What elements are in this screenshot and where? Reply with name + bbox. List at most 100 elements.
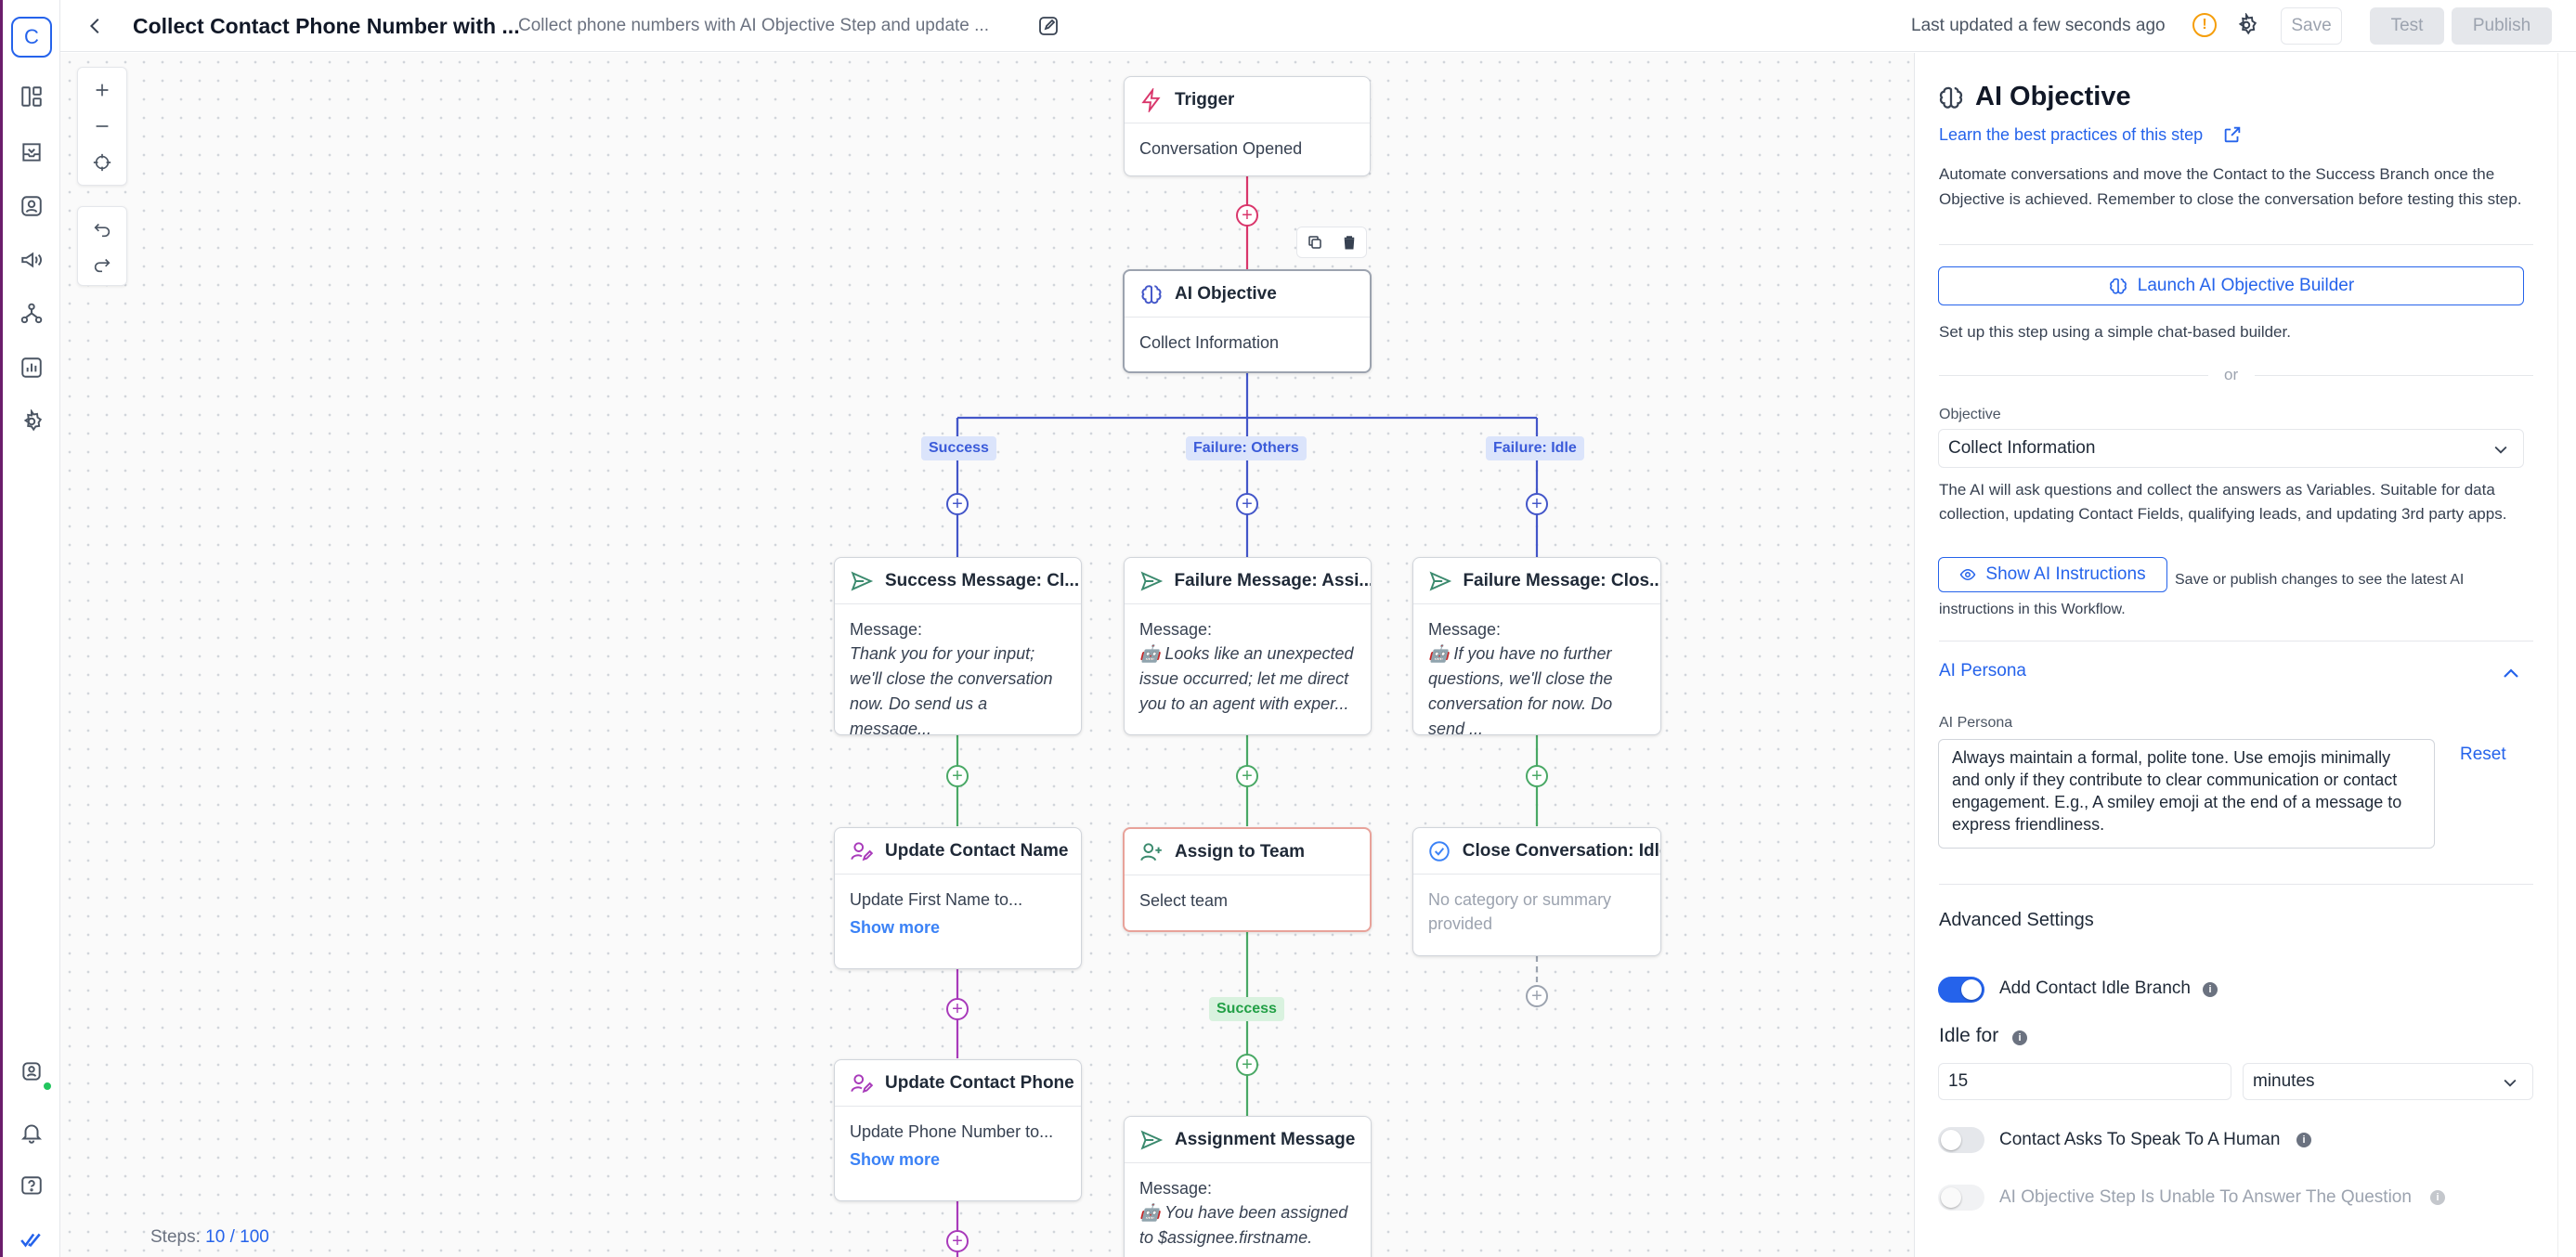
instructions-note-2: instructions in this Workflow. — [1939, 602, 2126, 617]
brain-icon — [1138, 280, 1165, 308]
minus-icon — [96, 125, 109, 127]
ai-persona-textarea[interactable]: Always maintain a formal, polite tone. U… — [1938, 739, 2435, 849]
objective-select[interactable]: Collect Information — [1938, 429, 2524, 468]
add-step-button[interactable]: + — [1236, 1054, 1258, 1076]
broadcast-icon[interactable] — [17, 245, 46, 275]
divider — [1939, 884, 2533, 885]
workflow-description[interactable]: Collect phone numbers with AI Objective … — [518, 16, 989, 35]
unable-to-answer-toggle[interactable] — [1938, 1185, 1984, 1211]
window-edge — [0, 0, 3, 1257]
node-body: Select team — [1139, 891, 1229, 910]
node-body-text: Update Phone Number to... — [850, 1122, 1054, 1141]
trigger-node[interactable]: Trigger Conversation Opened — [1124, 76, 1371, 176]
send-icon — [1138, 567, 1165, 595]
ai-objective-node[interactable]: AI Objective Collect Information — [1123, 269, 1372, 373]
builder-hint: Set up this step using a simple chat-bas… — [1939, 323, 2291, 341]
workspace-logo[interactable]: C — [11, 17, 52, 58]
success-message-node[interactable]: Success Message: Cl... Message: Thank yo… — [834, 557, 1082, 735]
edit-icon — [1039, 17, 1058, 35]
speak-to-human-toggle[interactable] — [1938, 1127, 1984, 1153]
add-step-button[interactable]: + — [946, 1230, 969, 1252]
node-title: Assignment Message — [1175, 1129, 1356, 1149]
external-link-icon[interactable] — [2222, 124, 2243, 145]
edit-details-button[interactable] — [1032, 9, 1065, 43]
panel-scrollbar[interactable] — [2557, 53, 2576, 1257]
recenter-button[interactable] — [87, 148, 117, 177]
steps-label: Steps: — [150, 1227, 201, 1247]
add-step-button[interactable]: + — [1236, 765, 1258, 787]
help-icon[interactable] — [17, 1172, 46, 1201]
advanced-settings-heading: Advanced Settings — [1939, 910, 2094, 930]
top-header: Collect Contact Phone Number with ... Co… — [60, 0, 2576, 52]
settings-icon[interactable] — [17, 407, 46, 436]
message-text: 🤖 Looks like an unexpected issue occurre… — [1139, 644, 1354, 713]
send-icon — [1426, 567, 1453, 595]
update-contact-name-node[interactable]: Update Contact Name Update First Name to… — [834, 827, 1082, 969]
undo-button[interactable] — [87, 214, 117, 244]
contacts-icon[interactable] — [17, 191, 46, 221]
test-button[interactable]: Test — [2370, 7, 2444, 45]
undo-icon — [94, 223, 111, 238]
publish-button[interactable]: Publish — [2452, 7, 2552, 45]
node-title: AI Objective — [1175, 283, 1277, 304]
delete-icon[interactable] — [1341, 234, 1358, 251]
add-step-button[interactable]: + — [1526, 765, 1548, 787]
info-icon[interactable]: i — [2203, 982, 2218, 997]
zoom-out-button[interactable] — [87, 111, 117, 141]
copy-icon[interactable] — [1307, 234, 1323, 251]
message-label: Message: — [1428, 620, 1502, 639]
inbox-icon[interactable] — [17, 137, 46, 167]
message-label: Message: — [1139, 620, 1213, 639]
add-step-button[interactable]: + — [946, 765, 969, 787]
user-status-icon[interactable] — [17, 1056, 46, 1086]
best-practices-link[interactable]: Learn the best practices of this step — [1939, 125, 2204, 144]
idle-unit-select[interactable]: minutes — [2243, 1063, 2533, 1100]
node-body: Collect Information — [1139, 333, 1280, 352]
dashboard-icon[interactable] — [17, 82, 46, 111]
failure-others-message-node[interactable]: Failure Message: Assi... Message: 🤖 Look… — [1124, 557, 1372, 735]
close-conversation-node[interactable]: Close Conversation: Idle No category or … — [1412, 827, 1661, 956]
launch-builder-button[interactable]: Launch AI Objective Builder — [1938, 266, 2524, 305]
show-more-link[interactable]: Show more — [850, 918, 941, 937]
idle-for-label: Idle for — [1939, 1025, 1999, 1046]
add-step-button[interactable]: + — [1526, 493, 1548, 515]
redo-button[interactable] — [87, 250, 117, 279]
user-edit-icon — [848, 837, 876, 865]
panel-description: Automate conversations and move the Cont… — [1939, 165, 2522, 208]
check-circle-icon — [1426, 837, 1453, 865]
zoom-controls — [77, 67, 127, 186]
branch-label-failure-idle: Failure: Idle — [1486, 436, 1584, 460]
show-ai-instructions-button[interactable]: Show AI Instructions — [1938, 557, 2167, 592]
add-step-button[interactable]: + — [1236, 493, 1258, 515]
gear-icon — [2238, 13, 2257, 35]
add-step-button[interactable]: + — [946, 998, 969, 1020]
notifications-icon[interactable] — [17, 1118, 46, 1147]
back-button[interactable] — [79, 9, 112, 43]
workflow-title[interactable]: Collect Contact Phone Number with ... — [133, 14, 520, 38]
reset-persona-button[interactable]: Reset — [2460, 745, 2506, 764]
send-icon — [1138, 1126, 1165, 1154]
add-step-button[interactable]: + — [1526, 985, 1548, 1007]
idle-duration-input[interactable]: 15 — [1938, 1063, 2231, 1100]
show-more-link[interactable]: Show more — [850, 1150, 941, 1169]
save-button[interactable]: Save — [2281, 7, 2342, 45]
chevron-left-icon — [89, 18, 99, 34]
zoom-in-button[interactable] — [87, 75, 117, 105]
update-contact-phone-node[interactable]: Update Contact Phone Update Phone Number… — [834, 1059, 1082, 1201]
chevron-up-icon[interactable] — [2500, 663, 2522, 685]
reports-icon[interactable] — [17, 353, 46, 382]
objective-value: Collect Information — [1948, 438, 2096, 458]
info-icon[interactable]: i — [2430, 1190, 2445, 1205]
info-icon[interactable]: i — [2296, 1133, 2311, 1147]
idle-branch-toggle[interactable] — [1938, 977, 1984, 1003]
add-step-button[interactable]: + — [1236, 204, 1258, 227]
workflow-icon[interactable] — [17, 299, 46, 329]
failure-idle-message-node[interactable]: Failure Message: Clos... Message: 🤖 If y… — [1412, 557, 1661, 735]
workflow-settings-button[interactable] — [2231, 10, 2261, 40]
assignment-message-node[interactable]: Assignment Message Message: 🤖 You have b… — [1124, 1116, 1372, 1257]
add-step-button[interactable]: + — [946, 493, 969, 515]
ai-persona-section-toggle[interactable]: AI Persona — [1939, 661, 2026, 680]
info-icon[interactable]: i — [2012, 1030, 2027, 1045]
warning-icon[interactable]: ! — [2192, 13, 2217, 37]
assign-to-team-node[interactable]: Assign to Team Select team — [1123, 827, 1372, 932]
